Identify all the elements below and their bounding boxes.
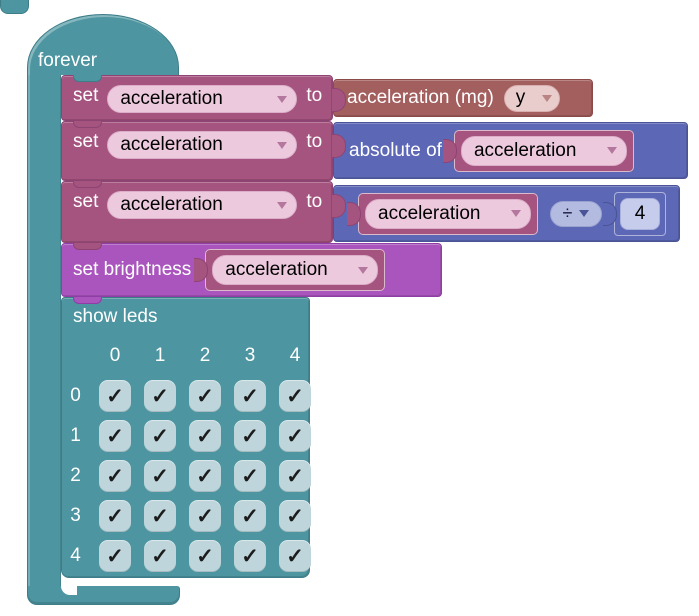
led-grid: 0 1 2 3 4 0 ✓ ✓ ✓ ✓ ✓ 1 ✓ ✓ ✓ ✓ ✓ 2 ✓ ✓ … bbox=[65, 340, 311, 572]
acceleration-mg-block[interactable]: acceleration (mg) y bbox=[332, 79, 593, 117]
absolute-of-label: absolute of bbox=[349, 139, 442, 161]
led-checkbox-r2c3[interactable]: ✓ bbox=[234, 460, 266, 492]
led-checkbox-r1c1[interactable]: ✓ bbox=[144, 420, 176, 452]
to-label: to bbox=[306, 131, 323, 152]
led-checkbox-r3c4[interactable]: ✓ bbox=[279, 500, 311, 532]
set-variable-block-3[interactable]: set acceleration to bbox=[61, 181, 333, 243]
led-row-header-2: 2 bbox=[70, 465, 81, 486]
dropdown-arrow-icon bbox=[277, 95, 288, 103]
set-label: set bbox=[73, 85, 99, 106]
variable-block[interactable]: acceleration bbox=[442, 129, 634, 172]
value-connector-tab bbox=[332, 194, 346, 218]
math-division-block[interactable]: acceleration ÷ 4 bbox=[332, 185, 680, 242]
dropdown-arrow-icon bbox=[358, 266, 369, 274]
led-row-header-4: 4 bbox=[70, 545, 81, 566]
led-checkbox-r0c1[interactable]: ✓ bbox=[144, 380, 176, 412]
led-checkbox-r2c2[interactable]: ✓ bbox=[189, 460, 221, 492]
set-variable-block-1[interactable]: set acceleration to bbox=[61, 75, 333, 121]
led-checkbox-r1c4[interactable]: ✓ bbox=[279, 420, 311, 452]
set-variable-block-2[interactable]: set acceleration to bbox=[61, 121, 333, 181]
dropdown-arrow-icon bbox=[277, 141, 288, 149]
led-checkbox-r2c4[interactable]: ✓ bbox=[279, 460, 311, 492]
led-checkbox-r4c1[interactable]: ✓ bbox=[144, 540, 176, 572]
forever-block-spine[interactable] bbox=[27, 74, 61, 586]
show-leds-block[interactable]: show leds 0 1 2 3 4 0 ✓ ✓ ✓ ✓ ✓ 1 ✓ ✓ ✓ … bbox=[61, 297, 311, 578]
variable-dropdown[interactable]: acceleration bbox=[365, 198, 531, 229]
value-connector-tab bbox=[347, 201, 361, 226]
block-connector-notch bbox=[73, 75, 102, 82]
led-checkbox-r0c2[interactable]: ✓ bbox=[189, 380, 221, 412]
dropdown-arrow-icon bbox=[277, 201, 288, 209]
forever-inner-corner bbox=[61, 586, 77, 595]
value-connector-tab bbox=[603, 201, 617, 226]
led-col-header-4: 4 bbox=[289, 345, 301, 366]
led-checkbox-r3c1[interactable]: ✓ bbox=[144, 500, 176, 532]
variable-block[interactable]: acceleration bbox=[347, 192, 538, 235]
variable-dropdown[interactable]: acceleration bbox=[107, 85, 298, 113]
led-col-header-1: 1 bbox=[154, 345, 166, 366]
value-connector-tab bbox=[332, 134, 346, 158]
to-label: to bbox=[306, 85, 323, 106]
variable-dropdown[interactable]: acceleration bbox=[107, 191, 298, 219]
block-connector-notch bbox=[73, 243, 102, 250]
set-brightness-block[interactable]: set brightness acceleration bbox=[61, 243, 442, 297]
operator-dropdown[interactable]: ÷ bbox=[550, 200, 602, 227]
forever-block-foot[interactable] bbox=[27, 586, 180, 605]
led-checkbox-r4c2[interactable]: ✓ bbox=[189, 540, 221, 572]
forever-block[interactable]: forever bbox=[27, 14, 179, 75]
led-checkbox-r0c3[interactable]: ✓ bbox=[234, 380, 266, 412]
dropdown-arrow-icon bbox=[541, 94, 552, 102]
led-checkbox-r2c0[interactable]: ✓ bbox=[99, 460, 131, 492]
led-checkbox-r0c0[interactable]: ✓ bbox=[99, 380, 131, 412]
led-row-header-1: 1 bbox=[70, 425, 81, 446]
block-connector-notch bbox=[73, 297, 102, 304]
absolute-of-block[interactable]: absolute of acceleration bbox=[332, 122, 688, 179]
variable-block[interactable]: acceleration bbox=[194, 249, 386, 291]
led-checkbox-r4c3[interactable]: ✓ bbox=[234, 540, 266, 572]
dropdown-arrow-icon bbox=[606, 147, 617, 154]
value-connector-tab bbox=[332, 88, 346, 112]
led-checkbox-r3c0[interactable]: ✓ bbox=[99, 500, 131, 532]
show-leds-label: show leds bbox=[73, 306, 158, 327]
led-checkbox-r1c0[interactable]: ✓ bbox=[99, 420, 131, 452]
value-connector-tab bbox=[194, 258, 209, 282]
block-connector-notch bbox=[73, 121, 102, 128]
to-label: to bbox=[306, 191, 323, 212]
led-row-header-0: 0 bbox=[70, 385, 81, 406]
number-socket: 4 bbox=[603, 191, 666, 236]
led-col-header-0: 0 bbox=[109, 345, 121, 366]
axis-dropdown[interactable]: y bbox=[503, 84, 560, 112]
dropdown-arrow-icon bbox=[511, 210, 521, 217]
led-checkbox-r3c3[interactable]: ✓ bbox=[234, 500, 266, 532]
acceleration-mg-label: acceleration (mg) bbox=[347, 87, 494, 108]
set-brightness-label: set brightness bbox=[73, 259, 192, 280]
led-checkbox-r0c4[interactable]: ✓ bbox=[279, 380, 311, 412]
led-checkbox-r1c2[interactable]: ✓ bbox=[189, 420, 221, 452]
block-connector-tab bbox=[0, 0, 29, 14]
led-col-header-2: 2 bbox=[199, 345, 211, 366]
led-checkbox-r4c0[interactable]: ✓ bbox=[99, 540, 131, 572]
forever-label: forever bbox=[38, 50, 98, 71]
value-connector-tab bbox=[442, 138, 457, 163]
variable-dropdown[interactable]: acceleration bbox=[107, 131, 298, 159]
led-row-header-3: 3 bbox=[70, 505, 81, 526]
led-checkbox-r4c4[interactable]: ✓ bbox=[279, 540, 311, 572]
variable-dropdown[interactable]: acceleration bbox=[212, 255, 379, 285]
led-checkbox-r2c1[interactable]: ✓ bbox=[144, 460, 176, 492]
led-checkbox-r3c2[interactable]: ✓ bbox=[189, 500, 221, 532]
variable-dropdown[interactable]: acceleration bbox=[460, 135, 627, 166]
set-label: set bbox=[73, 131, 99, 152]
led-checkbox-r1c3[interactable]: ✓ bbox=[234, 420, 266, 452]
dropdown-arrow-icon bbox=[579, 210, 590, 217]
led-col-header-3: 3 bbox=[244, 345, 256, 366]
block-connector-notch bbox=[73, 181, 102, 188]
number-input[interactable]: 4 bbox=[620, 197, 660, 230]
set-label: set bbox=[73, 191, 99, 212]
